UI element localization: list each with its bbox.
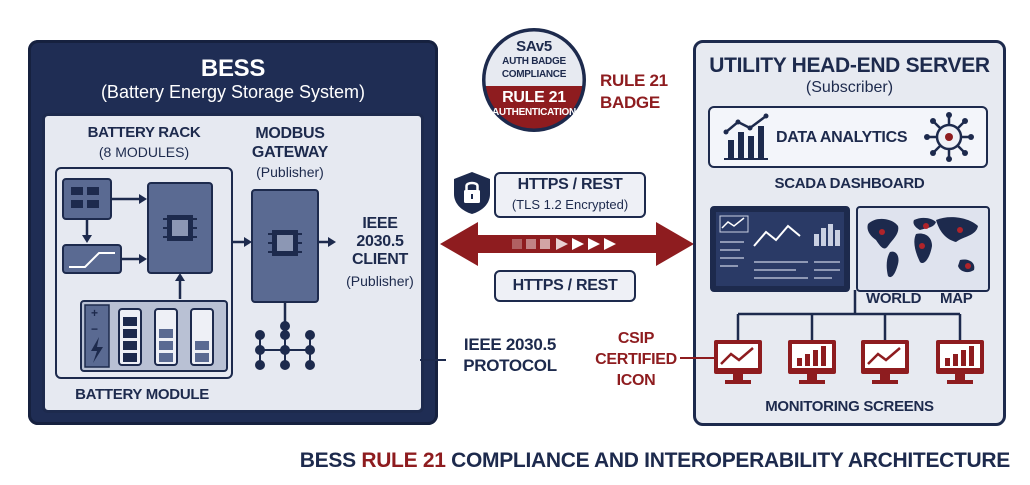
battery-rack-title: BATTERY RACK	[87, 124, 201, 141]
gear-network-icon	[924, 112, 974, 162]
battery-module-icon: + −	[80, 300, 228, 372]
https-bottom-label: HTTPS / REST	[512, 277, 618, 294]
scada-dashboard-label: SCADA DASHBOARD	[774, 175, 925, 192]
footer-title-part-2: RULE 21	[361, 449, 446, 472]
map-label: MAP	[940, 290, 973, 307]
gateway-title: MODBUS GATEWAY	[235, 124, 345, 162]
badge-line-2: AUTH BADGE	[502, 56, 566, 67]
rule21-badge-icon	[482, 28, 586, 132]
badge-line-3: COMPLIANCE	[501, 69, 567, 80]
server-title: UTILITY HEAD-END SERVER	[709, 54, 990, 77]
rack-controller-chip-icon	[147, 182, 213, 274]
bidirectional-link-arrow	[440, 222, 694, 266]
ieee-protocol-label: IEEE 2030.5 PROTOCOL	[450, 334, 570, 376]
badge-line-4: RULE 21	[502, 89, 566, 106]
battery-rack-diagram: + −	[62, 178, 228, 372]
protocol-leader-line	[420, 359, 446, 361]
gateway-chip-icon	[251, 189, 319, 303]
badge-side-label-line-2: BADGE	[600, 93, 660, 112]
world-map-icon	[856, 206, 990, 292]
bess-subtitle: (Battery Energy Storage System)	[100, 82, 366, 102]
csip-line-3: ICON	[616, 372, 656, 389]
lock-icon	[454, 172, 490, 214]
footer-title-part-3: COMPLIANCE AND INTEROPERABILITY ARCHITEC…	[445, 449, 1010, 472]
svg-text:+: +	[91, 306, 98, 320]
csip-line-2: CERTIFIED	[595, 351, 677, 368]
gateway-title-line-1: MODBUS	[255, 125, 325, 142]
csip-line-1: CSIP	[617, 330, 655, 347]
footer-title: BESS RULE 21 COMPLIANCE AND INTEROPERABI…	[150, 449, 1011, 473]
https-bottom-label-box	[494, 270, 636, 302]
badge-line-1: SAv5	[516, 38, 552, 55]
monitoring-screens-label: MONITORING SCREENS	[765, 398, 934, 415]
bess-title: BESS	[200, 55, 266, 82]
csip-leader-line	[680, 357, 714, 359]
monitor-screen-4-icon	[936, 340, 984, 384]
bar-chart-icon	[723, 113, 769, 160]
badge-side-label: RULE 21 BADGE	[600, 70, 680, 114]
network-nodes-icon	[255, 321, 315, 370]
module-card-icon	[62, 178, 112, 220]
https-top-label-box	[494, 172, 646, 218]
gateway-subtitle: (Publisher)	[256, 164, 324, 180]
footer-title-part-1: BESS	[299, 449, 362, 472]
ieee-client-subtitle: (Publisher)	[346, 273, 414, 289]
gateway-title-line-2: GATEWAY	[251, 144, 329, 161]
monitor-screen-1-icon	[714, 340, 762, 384]
https-top-sublabel: (TLS 1.2 Encrypted)	[511, 197, 629, 212]
monitoring-tree	[714, 290, 984, 384]
svg-text:−: −	[91, 322, 98, 336]
https-top-label: HTTPS / REST	[517, 176, 623, 193]
battery-module-label: BATTERY MODULE	[75, 386, 209, 403]
server-subtitle: (Subscriber)	[805, 79, 894, 96]
converter-icon	[62, 244, 122, 274]
badge-line-5: AUTHENTICATION	[492, 107, 576, 118]
badge-side-label-line-1: RULE 21	[600, 71, 668, 90]
gateway-diagram	[233, 189, 336, 370]
monitor-screen-3-icon	[861, 340, 909, 384]
battery-rack-box	[55, 167, 233, 379]
csip-certified-label: CSIP CERTIFIED ICON	[586, 328, 686, 391]
ieee-client-line-1: IEEE	[362, 215, 398, 232]
scada-screen-icon	[710, 206, 850, 292]
ieee-client-title: IEEE 2030.5 CLIENT	[330, 215, 430, 269]
monitor-screen-2-icon	[788, 340, 836, 384]
ieee-protocol-line-1: IEEE 2030.5	[463, 335, 557, 354]
data-analytics-label: DATA ANALYTICS	[776, 129, 908, 146]
ieee-client-line-2: 2030.5	[356, 233, 404, 250]
ieee-protocol-line-2: PROTOCOL	[463, 356, 557, 375]
ieee-client-line-3: CLIENT	[352, 251, 408, 268]
world-label: WORLD	[866, 290, 922, 307]
battery-rack-subtitle: (8 MODULES)	[98, 144, 190, 160]
